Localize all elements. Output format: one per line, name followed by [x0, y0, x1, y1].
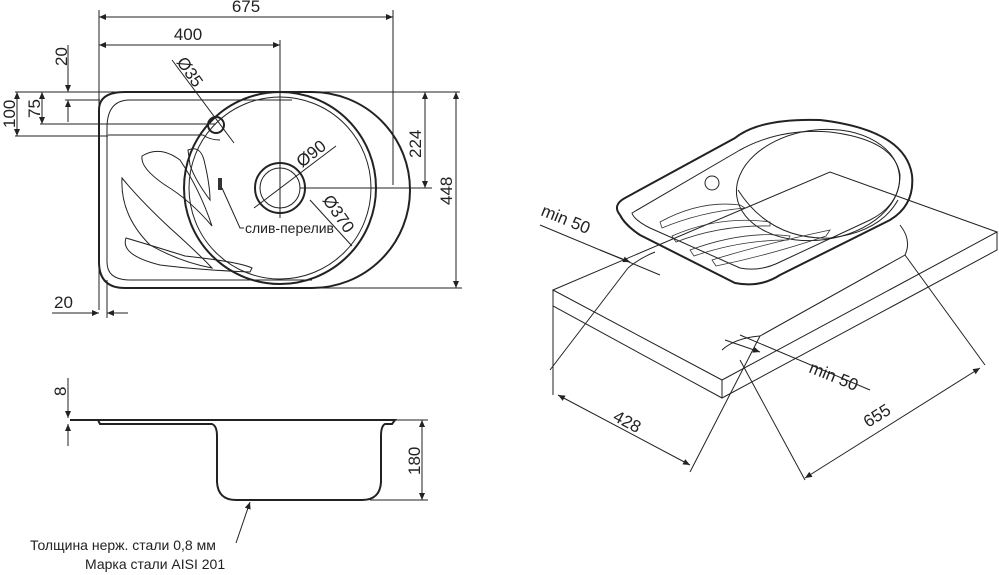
dim-min-right: min 50 [807, 358, 861, 395]
dim-cutout-depth: 428 [610, 407, 644, 437]
sink-profile [70, 419, 397, 501]
dim-depth: 180 [405, 447, 424, 475]
dim-drain: Ø90 [293, 136, 330, 171]
cutout [627, 224, 909, 351]
note-grade: Марка стали AISI 201 [85, 556, 225, 572]
drainboard-ribs-3d [659, 203, 831, 267]
countertop [551, 171, 999, 399]
dim-100: 100 [0, 100, 19, 128]
tap-hole [207, 116, 225, 134]
dim-75: 75 [25, 99, 44, 118]
dim-675: 675 [232, 0, 260, 16]
tap-hole-3d [704, 175, 720, 191]
overflow-label: слив-перелив [245, 220, 334, 236]
dim-tap-hole: Ø35 [173, 53, 207, 90]
drainboard-ribs [121, 148, 253, 273]
dim-224: 224 [406, 130, 425, 158]
dim-448: 448 [437, 177, 456, 205]
side-view: 8 180 Толщина нерж. стали 0,8 мм Марка с… [30, 378, 428, 572]
dim-min-left: min 50 [539, 201, 593, 238]
note-thickness: Толщина нерж. стали 0,8 мм [30, 537, 216, 553]
overflow-icon [218, 178, 222, 190]
bowl-3d [735, 128, 901, 242]
drainboard-inner [106, 99, 312, 281]
dim-rim: 8 [51, 387, 70, 396]
dim-20-side: 20 [54, 293, 73, 312]
install-view: min 50 min 50 428 655 [539, 118, 999, 481]
dim-cutout-width: 655 [860, 400, 894, 431]
sink-3d-rim [615, 118, 914, 286]
top-view: 675 400 Ø35 Ø90 Ø370 20 75 100 224 448 2… [0, 0, 462, 318]
dim-400: 400 [174, 25, 202, 44]
dim-20-top: 20 [52, 47, 71, 66]
